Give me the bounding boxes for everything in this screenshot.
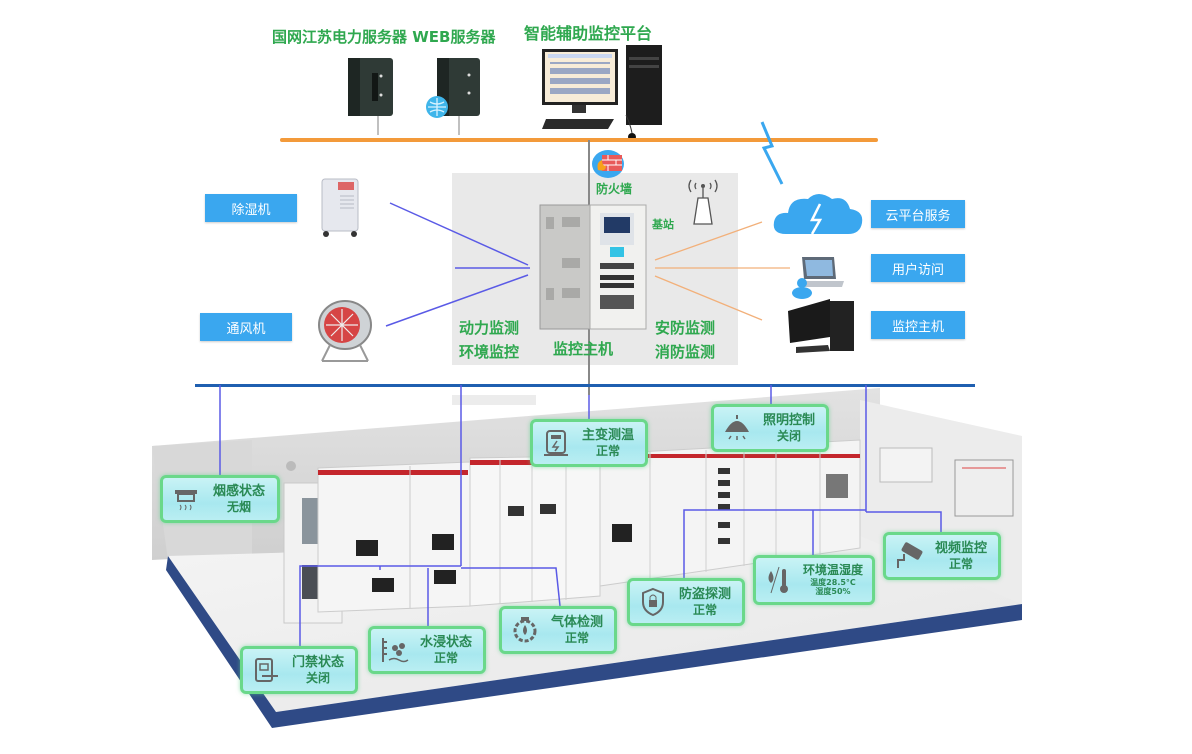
base-station-icon xyxy=(688,179,718,225)
server-icon xyxy=(348,58,393,135)
door-access-icon xyxy=(251,655,281,685)
water-sensor-icon xyxy=(379,635,409,665)
status-card-video[interactable]: 视频监控正常 xyxy=(883,532,1001,580)
status-card-temperature: 温度28.5°C xyxy=(810,577,856,587)
firewall-label: 防火墙 xyxy=(596,182,633,196)
thermometer-icon xyxy=(764,565,794,595)
status-card-title: 环境温湿度 xyxy=(802,563,863,578)
signal-lines xyxy=(219,385,942,650)
dehumidifier-label[interactable]: 除湿机 xyxy=(205,194,297,222)
status-card-water[interactable]: 水浸状态正常 xyxy=(368,626,486,674)
fan-icon xyxy=(318,300,372,362)
wireless-signal-icon xyxy=(760,121,784,185)
fan-label[interactable]: 通风机 xyxy=(200,313,292,341)
status-card-title: 烟感状态 xyxy=(212,484,265,499)
base-station-label: 基站 xyxy=(652,218,674,231)
smoke-detector-icon xyxy=(171,484,201,514)
status-card-transformer[interactable]: 主变测温正常 xyxy=(530,419,648,467)
status-card-value: 正常 xyxy=(564,630,589,645)
status-card-lighting[interactable]: 照明控制关闭 xyxy=(711,404,829,452)
cloud-icon xyxy=(773,194,863,235)
status-card-value: 关闭 xyxy=(305,670,330,685)
desktop-icon xyxy=(788,299,854,353)
user-access-label[interactable]: 用户访问 xyxy=(871,254,965,282)
status-card-antitheft[interactable]: 防盗探测正常 xyxy=(627,578,745,626)
status-card-title: 照明控制 xyxy=(762,413,815,428)
status-card-smoke[interactable]: 烟感状态无烟 xyxy=(160,475,280,523)
shield-lock-icon xyxy=(638,587,668,617)
status-card-value: 正常 xyxy=(433,650,458,665)
status-card-title: 门禁状态 xyxy=(291,655,344,670)
platform-label: 智能辅助监控平台 xyxy=(524,24,653,43)
status-card-title: 视频监控 xyxy=(934,541,987,556)
status-card-gas[interactable]: 气体检测正常 xyxy=(499,606,617,654)
floor-edge xyxy=(166,556,1022,728)
monitoring-host-service-label[interactable]: 监控主机 xyxy=(871,311,965,339)
right-service-links xyxy=(654,221,790,321)
status-card-value: 正常 xyxy=(595,443,620,458)
status-card-title: 气体检测 xyxy=(550,615,603,630)
power-monitoring-label: 动力监测 xyxy=(459,319,520,337)
lamp-icon xyxy=(722,413,752,443)
monitoring-workstation-icon xyxy=(542,45,662,141)
status-card-value: 正常 xyxy=(948,556,973,571)
cloud-service-label[interactable]: 云平台服务 xyxy=(871,200,965,228)
status-card-value: 正常 xyxy=(692,602,717,617)
switchgear-cabinets xyxy=(283,439,1014,624)
link-fan xyxy=(385,274,529,327)
dehumidifier-icon xyxy=(321,178,359,237)
security-monitoring-label: 安防监测 xyxy=(655,319,716,337)
monitoring-host-label: 监控主机 xyxy=(553,340,614,358)
laptop-icon xyxy=(792,257,844,299)
bus-gap-shade xyxy=(452,395,536,405)
fire-monitoring-label: 消防监测 xyxy=(655,343,716,361)
status-card-title: 主变测温 xyxy=(581,428,634,443)
camera-icon xyxy=(894,541,924,571)
web-server-icon xyxy=(426,58,480,135)
status-card-value: 关闭 xyxy=(776,428,801,443)
status-card-door[interactable]: 门禁状态关闭 xyxy=(240,646,358,694)
blue-field-bus xyxy=(195,384,975,387)
status-card-value: 无烟 xyxy=(226,499,251,514)
environment-monitoring-label: 环境监控 xyxy=(459,343,520,361)
status-card-title: 防盗探测 xyxy=(678,587,731,602)
transformer-icon xyxy=(541,428,571,458)
status-card-humidity: 湿度50% xyxy=(815,587,851,597)
status-card-title: 水浸状态 xyxy=(419,635,472,650)
link-dehumidifier xyxy=(389,202,529,266)
gas-sensor-icon xyxy=(510,615,540,645)
server-label: 国网江苏电力服务器 WEB服务器 xyxy=(272,28,496,46)
orange-network-bus xyxy=(280,138,878,142)
left-device-links xyxy=(385,202,530,327)
monitoring-host-cabinet-icon xyxy=(539,204,647,330)
firewall-icon xyxy=(592,150,624,178)
